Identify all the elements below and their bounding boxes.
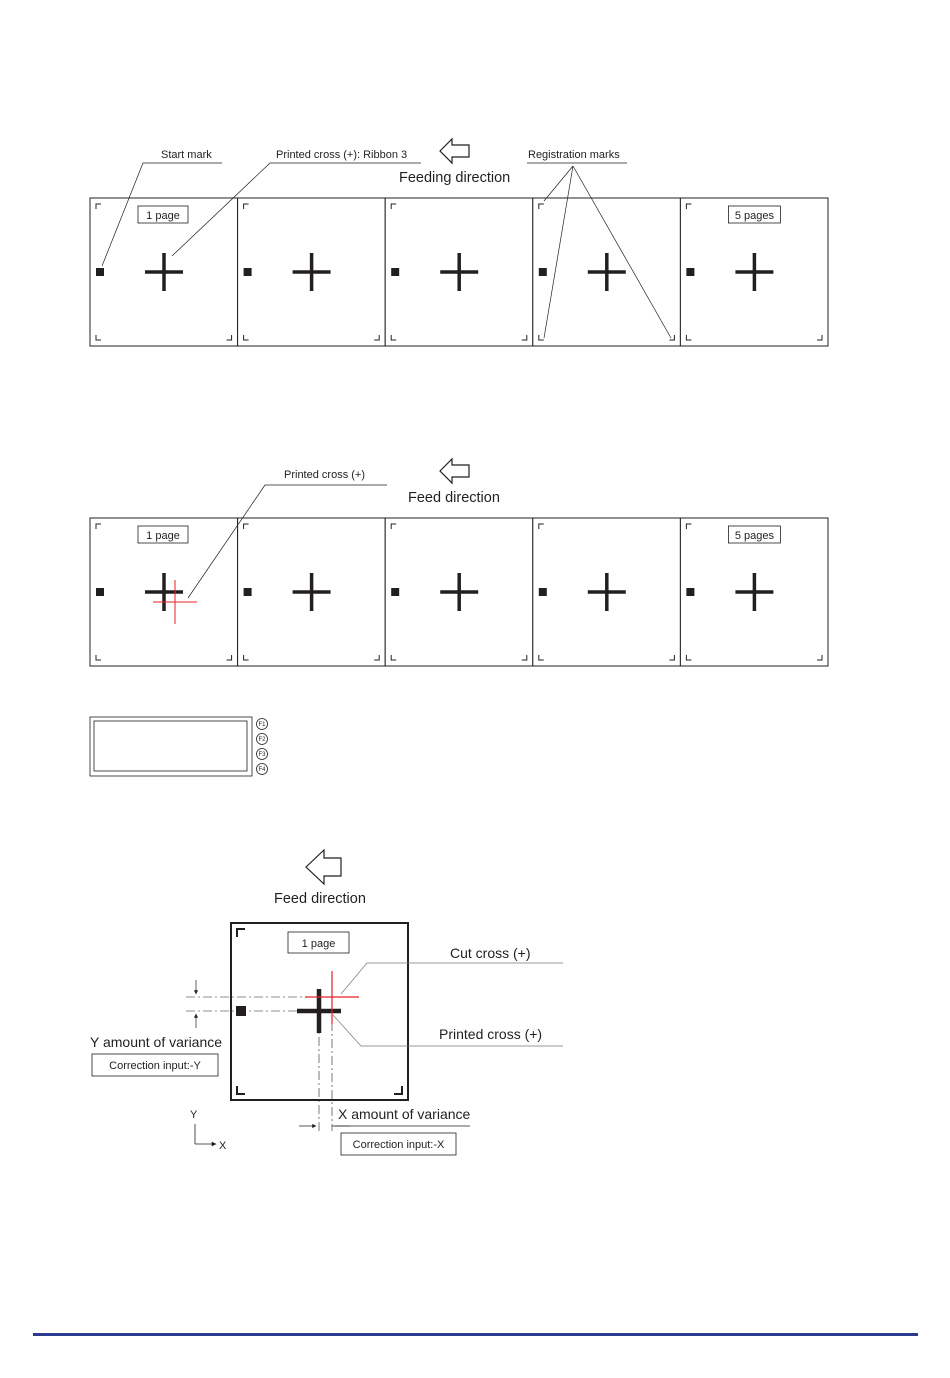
start-mark — [96, 588, 104, 596]
first-page-label: 1 page — [146, 530, 180, 542]
page-1: 1 page — [90, 518, 238, 666]
start-mark — [244, 268, 252, 276]
feed-direction-label: Feed direction — [408, 490, 500, 506]
registration-leader-top-left — [544, 166, 573, 201]
start-mark — [539, 588, 547, 596]
page-label: 1 page — [302, 938, 336, 950]
x-correction-label: Correction input:-X — [353, 1139, 445, 1151]
control-panel: F1 F2 F3 F4 — [90, 717, 268, 776]
feed-direction-label-large: Feed direction — [274, 891, 366, 907]
start-mark-label: Start mark — [161, 149, 212, 161]
f4-key-label: F4 — [258, 767, 266, 773]
start-mark — [244, 588, 252, 596]
start-mark — [391, 588, 399, 596]
axis-x-label: X — [219, 1140, 227, 1152]
printed-cross-label-large: Printed cross (+) — [439, 1026, 542, 1042]
diagram-registration-marks: 1 page 5 pages Feeding direction Start ma… — [90, 139, 828, 346]
diagram-variance-correction: Feed direction 1 page Cut cross (+) Prin… — [90, 850, 563, 1155]
page-5: 5 pages — [680, 198, 828, 346]
cut-cross-label: Cut cross (+) — [450, 945, 531, 961]
page-3 — [385, 198, 533, 346]
f1-key-label: F1 — [258, 722, 266, 728]
registration-marks-label: Registration marks — [528, 149, 620, 161]
lcd-display — [94, 721, 247, 771]
function-key-f1[interactable]: F1 — [257, 719, 268, 730]
start-mark — [391, 268, 399, 276]
page-3 — [385, 518, 533, 666]
page-2 — [238, 518, 386, 666]
y-correction-label: Correction input:-Y — [109, 1060, 201, 1072]
function-key-f4[interactable]: F4 — [257, 764, 268, 775]
last-page-label: 5 pages — [735, 530, 775, 542]
start-mark — [539, 268, 547, 276]
printed-cross-ribbon-label: Printed cross (+): Ribbon 3 — [276, 149, 407, 161]
page-strip-1: 1 page 5 pages — [90, 198, 828, 346]
f2-key-label: F2 — [258, 737, 266, 743]
function-key-f2[interactable]: F2 — [257, 734, 268, 745]
page-5: 5 pages — [680, 518, 828, 666]
y-variance-label: Y amount of variance — [90, 1034, 222, 1050]
last-page-label: 5 pages — [735, 210, 775, 222]
feed-direction-arrow-icon — [440, 459, 469, 483]
printed-cross-label: Printed cross (+) — [284, 469, 365, 481]
x-variance-label: X amount of variance — [338, 1106, 471, 1122]
start-mark — [686, 588, 694, 596]
page-1: 1 page — [90, 198, 238, 346]
feeding-direction-label: Feeding direction — [399, 170, 510, 186]
start-mark — [96, 268, 104, 276]
feed-direction-arrow-icon-large — [306, 850, 341, 884]
f3-key-label: F3 — [258, 752, 266, 758]
function-key-f3[interactable]: F3 — [257, 749, 268, 760]
first-page-label: 1 page — [146, 210, 180, 222]
page-2 — [238, 198, 386, 346]
page-strip-2: 1 page 5 pages — [90, 518, 828, 666]
diagram-misaligned-cross: 1 page 5 pages Feed direction Printed cro… — [90, 459, 828, 666]
page-4 — [533, 518, 681, 666]
start-mark — [686, 268, 694, 276]
footer-rule — [33, 1333, 918, 1336]
feeding-direction-arrow-icon — [440, 139, 469, 163]
axis-y-label: Y — [190, 1109, 198, 1121]
